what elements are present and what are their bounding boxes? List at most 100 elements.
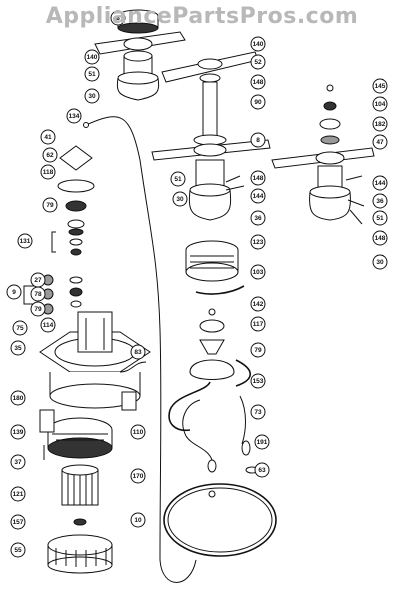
callout-16: 62	[42, 147, 58, 163]
callout-21: 27	[30, 272, 46, 288]
callout-53: 148	[372, 230, 388, 246]
callout-number: 131	[20, 238, 31, 245]
callout-number: 103	[253, 269, 264, 276]
filter-and-hose-parts	[163, 240, 277, 557]
callout-43: 73	[250, 404, 266, 420]
callout-number: 180	[13, 395, 24, 402]
callout-44: 191	[254, 434, 270, 450]
callout-2: 51	[84, 66, 100, 82]
callout-27: 83	[130, 344, 146, 360]
callout-number: 145	[375, 83, 386, 90]
callout-number: 182	[375, 121, 386, 128]
callout-35: 110	[130, 424, 146, 440]
callout-6: 148	[250, 74, 266, 90]
callout-10: 148	[250, 170, 266, 186]
callout-51: 36	[372, 193, 388, 209]
callout-number: 30	[176, 196, 184, 203]
callout-number: 30	[376, 259, 384, 266]
callout-number: 114	[43, 322, 54, 329]
callout-22: 78	[30, 286, 46, 302]
callout-13: 36	[250, 210, 266, 226]
callout-26: 35	[10, 340, 26, 356]
motor-assembly	[39, 409, 113, 574]
callout-32: 157	[10, 514, 26, 530]
callout-number: 170	[133, 473, 144, 480]
callout-14: 134	[66, 108, 82, 124]
callout-number: 63	[258, 467, 266, 474]
callout-11: 144	[250, 188, 266, 204]
callout-42: 153	[250, 373, 266, 389]
pump-housing	[39, 311, 151, 411]
callout-number: 140	[253, 41, 264, 48]
callout-number: 73	[254, 409, 262, 416]
callout-38: 103	[250, 264, 266, 280]
callout-number: 134	[69, 113, 80, 120]
callout-number: 104	[375, 101, 386, 108]
callout-number: 79	[34, 306, 42, 313]
callout-number: 142	[253, 301, 264, 308]
callout-number: 90	[254, 99, 262, 106]
callout-number: 55	[14, 547, 22, 554]
right-spray-arm-assembly	[271, 84, 375, 225]
callout-number: 8	[116, 15, 120, 22]
callout-number: 10	[134, 517, 142, 524]
callout-number: 79	[254, 347, 262, 354]
callout-30: 37	[10, 454, 26, 470]
callout-20: 9	[6, 284, 22, 300]
middle-spray-arm-assembly	[151, 51, 271, 221]
callout-number: 191	[257, 439, 268, 446]
callout-48: 182	[372, 116, 388, 132]
callout-41: 79	[250, 342, 266, 358]
watermark-text: AppliancePartsPros.com	[45, 4, 359, 29]
callout-5: 52	[250, 54, 266, 70]
callout-number: 47	[376, 139, 384, 146]
callout-number: 78	[34, 291, 42, 298]
callout-number: 36	[254, 215, 262, 222]
callout-49: 47	[372, 134, 388, 150]
callout-number: 35	[14, 345, 22, 352]
callout-number: 27	[34, 277, 42, 284]
callout-31: 121	[10, 486, 26, 502]
callout-47: 104	[372, 96, 388, 112]
callout-34: 170	[130, 468, 146, 484]
callout-number: 62	[46, 152, 54, 159]
callout-24: 114	[40, 317, 56, 333]
callout-number: 157	[13, 519, 24, 526]
callout-number: 51	[88, 71, 96, 78]
callout-number: 52	[254, 59, 262, 66]
callout-number: 139	[13, 429, 24, 436]
callout-1: 140	[84, 49, 100, 65]
callout-number: 37	[14, 459, 22, 466]
callout-number: 30	[88, 93, 96, 100]
callout-39: 142	[250, 296, 266, 312]
callout-number: 121	[13, 491, 24, 498]
callout-46: 145	[372, 78, 388, 94]
callout-36: 10	[130, 512, 146, 528]
callout-25: 75	[12, 320, 28, 336]
callout-number: 75	[16, 325, 24, 332]
callout-12: 30	[172, 191, 188, 207]
callout-number: 148	[253, 175, 264, 182]
callout-number: 8	[256, 137, 260, 144]
upper-spray-arm-assembly	[94, 9, 186, 101]
callout-number: 123	[253, 239, 264, 246]
callout-28: 180	[10, 390, 26, 406]
callout-number: 83	[134, 349, 142, 356]
callout-7: 90	[250, 94, 266, 110]
callout-17: 118	[40, 164, 56, 180]
callout-number: 144	[375, 180, 386, 187]
callout-19: 131	[17, 233, 33, 249]
callout-15: 41	[40, 129, 56, 145]
callout-18: 79	[42, 197, 58, 213]
callout-number: 110	[133, 429, 144, 436]
callout-number: 118	[43, 169, 54, 176]
guide-line	[85, 116, 197, 583]
callout-number: 148	[375, 235, 386, 242]
callout-0: 8	[110, 10, 126, 26]
callout-9: 51	[170, 171, 186, 187]
callout-number: 79	[46, 202, 54, 209]
callout-45: 63	[254, 462, 270, 478]
callout-number: 148	[253, 79, 264, 86]
callout-40: 117	[250, 316, 266, 332]
